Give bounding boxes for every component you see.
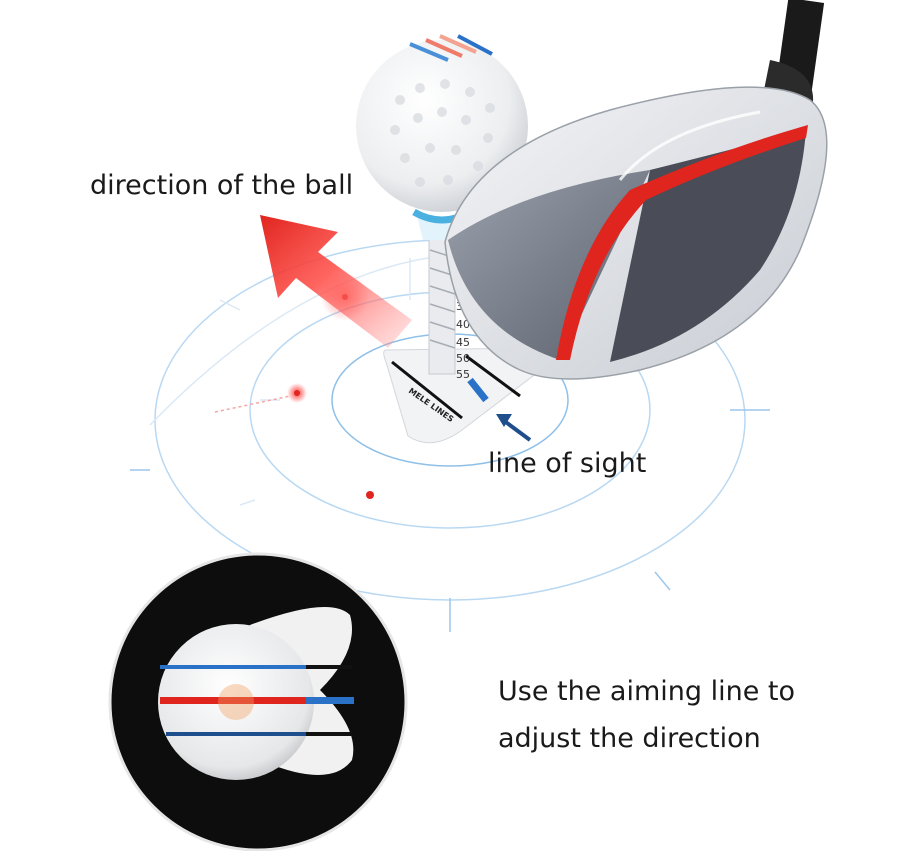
tee-marking: 55	[456, 368, 470, 381]
line-of-sight-caption: line of sight	[488, 448, 647, 479]
aiming-caption: Use the aiming line to adjust the direct…	[498, 668, 795, 762]
tee-marking: 45	[456, 336, 470, 349]
line-of-sight-arrow-icon	[496, 414, 532, 442]
aiming-caption-line-1: Use the aiming line to	[498, 676, 796, 707]
golf-club-head-icon	[444, 0, 828, 380]
golf-ball-icon	[356, 34, 528, 212]
tee-marking: 40	[456, 318, 470, 331]
aiming-line-inset	[108, 552, 408, 851]
tee-marking: 50	[456, 352, 470, 365]
direction-caption: direction of the ball	[90, 170, 354, 201]
aiming-caption-line-2: adjust the direction	[498, 723, 761, 754]
direction-arrow-icon	[260, 215, 412, 348]
